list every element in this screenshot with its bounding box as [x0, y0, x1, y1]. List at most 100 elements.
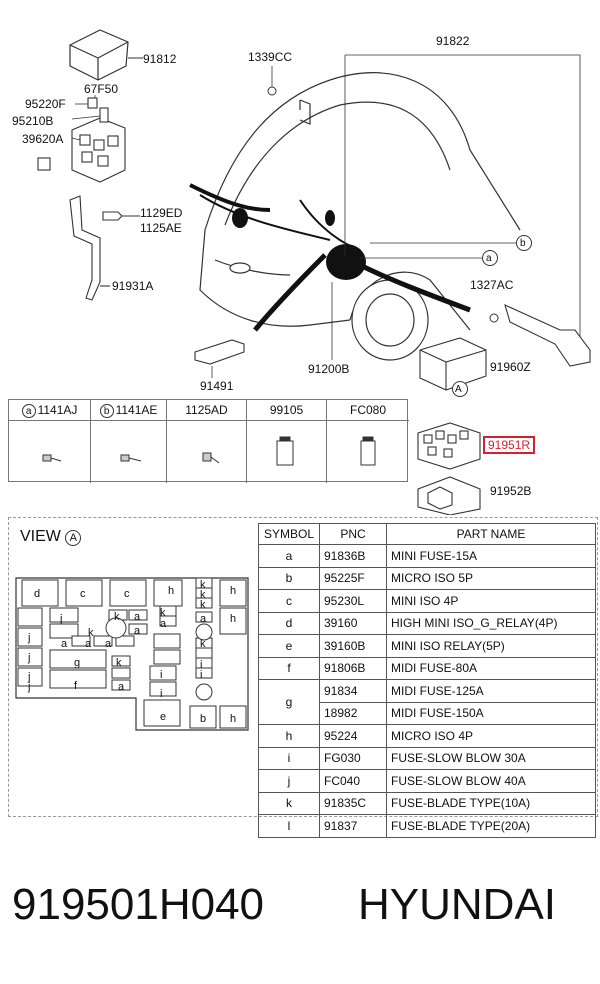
pnc-cell: 91835C [319, 791, 387, 815]
pnc-cell: 91837 [319, 814, 387, 838]
slot-d: d [34, 588, 41, 600]
slot-c: c [124, 588, 130, 600]
symbol-cell: j [258, 769, 320, 793]
fuse-box-drawings [417, 422, 481, 515]
slot-j: j [28, 632, 31, 644]
slot-a: a [134, 625, 141, 637]
name-cell: MIDI FUSE-150A [386, 701, 596, 725]
legend-marker-a: a [21, 404, 36, 418]
slot-j: j [60, 613, 63, 625]
marker-b: b [520, 238, 526, 249]
callout-1339CC: 1339CC [248, 50, 293, 64]
brand-name: HYUNDAI [358, 880, 557, 929]
legend-code: 1141AJ [37, 403, 78, 417]
slot-k: k [200, 589, 206, 601]
pnc-cell: FG030 [319, 746, 387, 770]
col-part-name: PART NAME [386, 523, 596, 545]
pnc-cell: 95230L [319, 589, 387, 613]
callout-39620A: 39620A [22, 132, 64, 146]
fuse-icon [276, 436, 294, 466]
symbol-cell: i [258, 746, 320, 770]
table-header-row: SYMBOL PNC PART NAME [258, 523, 596, 545]
legend-code: 1125AD [185, 403, 228, 417]
slot-a: a [160, 618, 167, 630]
callout-91951R-highlighted[interactable]: 91951R [483, 436, 536, 454]
legend-marker-b: b [99, 404, 114, 418]
name-cell: MINI ISO RELAY(5P) [386, 634, 596, 658]
callout-95220F: 95220F [25, 97, 66, 111]
slot-k: k [114, 611, 120, 623]
name-cell: FUSE-SLOW BLOW 30A [386, 746, 596, 770]
slot-f: f [74, 680, 78, 692]
slot-e: e [160, 711, 167, 723]
slot-b: b [200, 713, 207, 725]
slot-h: h [168, 585, 175, 597]
relay-block-drawing [37, 97, 126, 183]
pnc-cell: 91836B [319, 544, 387, 568]
callout-91952B: 91952B [490, 484, 532, 498]
slot-i: i [200, 669, 203, 681]
slot-a: a [200, 613, 207, 625]
marker-view-a: A [455, 384, 462, 395]
pnc-cell: FC040 [319, 769, 387, 793]
car-drawing [199, 72, 521, 361]
symbol-cell: f [258, 656, 320, 680]
bolt-icon [202, 452, 220, 464]
callout-91931A: 91931A [112, 279, 154, 293]
slot-j: j [28, 671, 31, 683]
slot-k: k [160, 607, 166, 619]
slot-h: h [230, 613, 237, 625]
callout-91200B: 91200B [308, 362, 350, 376]
name-cell: MIDI FUSE-80A [386, 656, 596, 680]
symbol-cell: h [258, 724, 320, 748]
slot-i: i [200, 659, 203, 671]
pnc-cell: 95224 [319, 724, 387, 748]
slot-a: a [118, 681, 125, 693]
symbol-cell: d [258, 611, 320, 635]
name-cell: FUSE-SLOW BLOW 40A [386, 769, 596, 793]
callout-1327AC: 1327AC [470, 278, 514, 292]
name-cell: FUSE-BLADE TYPE(10A) [386, 791, 596, 815]
slot-a: a [134, 611, 141, 623]
callout-1129ED: 1129ED [140, 206, 183, 220]
bracket-drawing [69, 195, 140, 301]
view-title-text: VIEW [20, 528, 61, 545]
name-cell: MICRO ISO 4P [386, 724, 596, 748]
pnc-cell: 39160 [319, 611, 387, 635]
legend-cell-99105: 99105 [247, 400, 327, 483]
symbol-cell: e [258, 634, 320, 658]
slot-h: h [230, 713, 237, 725]
fuse-box-cover-drawing [69, 29, 129, 81]
view-title: VIEW A [20, 528, 83, 546]
name-cell: MINI FUSE-15A [386, 544, 596, 568]
callout-67F50: 67F50 [84, 82, 119, 96]
slot-k: k [200, 579, 206, 591]
callout-91822: 91822 [436, 34, 470, 48]
slot-j: j [28, 681, 31, 693]
callout-1125AE: 1125AE [140, 221, 182, 235]
bolt-icon [42, 454, 62, 462]
slot-a: a [85, 638, 92, 650]
pnc-cell: 39160B [319, 634, 387, 658]
slot-i: i [160, 669, 163, 681]
exploded-diagram [37, 29, 591, 397]
callout-91960Z: 91960Z [490, 360, 531, 374]
legend-cell-FC080: FC080 [327, 400, 409, 483]
name-cell: HIGH MINI ISO_G_RELAY(4P) [386, 611, 596, 635]
name-cell: FUSE-BLADE TYPE(20A) [386, 814, 596, 838]
